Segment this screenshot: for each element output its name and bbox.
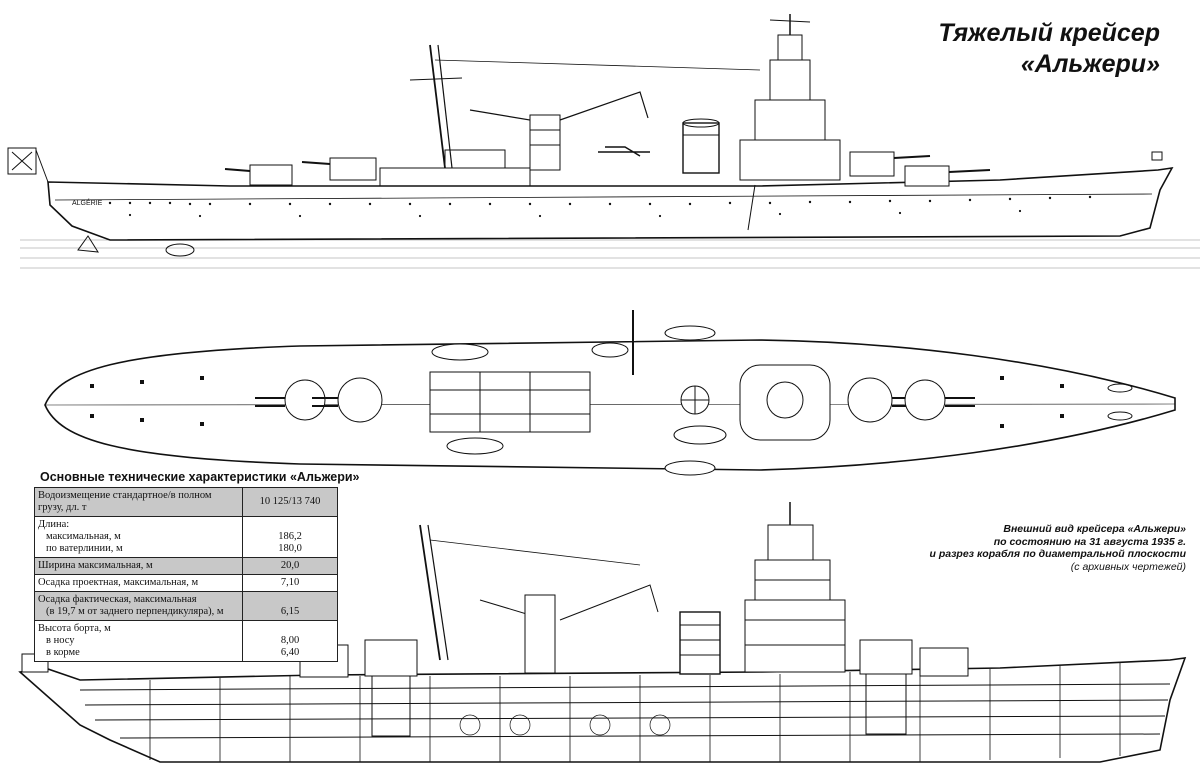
specs-label: Длина: [38, 519, 70, 530]
specs-sublabel: в корме [46, 647, 80, 658]
specs-value: 186,2 [278, 531, 302, 542]
specs-value: 8,00 [280, 635, 300, 646]
title-line-2: «Альжери» [1020, 50, 1160, 78]
specs-sublabel: максимальная, м [46, 531, 121, 542]
specs-label-cell: Ширина максимальная, м [34, 557, 243, 575]
specs-label: Ширина максимальная, м [38, 560, 153, 571]
specs-value: 180,0 [278, 543, 302, 554]
specs-value: 10 125/13 740 [259, 496, 321, 507]
hull-name-label: ALGÉRIE [72, 198, 103, 207]
specs-value: 7,10 [280, 577, 300, 588]
specs-label: Осадка проектная, максимальная, м [38, 577, 199, 588]
specs-value-cell: 20,0 [242, 557, 338, 575]
specs-label-cell: Водоизмещение стандартное/в полном грузу… [34, 487, 243, 517]
specs-label: Осадка фактическая, максимальная [38, 594, 197, 605]
caption-line-4: (с архивных чертежей) [1070, 560, 1186, 573]
caption-line-1: Внешний вид крейсера «Альжери» [1003, 523, 1186, 535]
plan-view-drawing [44, 310, 1176, 476]
specs-label-cell: Осадка фактическая, максимальная(в 19,7 … [34, 591, 243, 621]
specs-value-cell: 7,10 [242, 574, 338, 592]
specs-value-cell: 10 125/13 740 [242, 487, 338, 517]
specs-sublabel: по ватерлинии, м [46, 543, 123, 554]
specs-value: 20,0 [280, 560, 300, 571]
specs-value-cell: 6,15 [242, 591, 338, 621]
title-line-1: Тяжелый крейсер [938, 19, 1160, 47]
figure-caption: Внешний вид крейсера «Альжери» по состоя… [929, 523, 1186, 573]
page-title: Тяжелый крейсер «Альжери» [938, 18, 1160, 80]
specs-row: Осадка проектная, максимальная, м 7,10 [34, 574, 338, 592]
specs-row: Ширина максимальная, м 20,0 [34, 557, 338, 575]
specs-label: Высота борта, м [38, 623, 111, 634]
side-profile-drawing [7, 14, 1200, 269]
specs-table-heading: Основные технические характеристики «Аль… [40, 470, 360, 484]
specs-value: 6,15 [280, 606, 300, 617]
specs-table: Водоизмещение стандартное/в полном грузу… [34, 487, 338, 662]
specs-row: Водоизмещение стандартное/в полном грузу… [34, 487, 338, 517]
specs-value: 6,40 [280, 647, 300, 658]
specs-label: Водоизмещение стандартное/в полном грузу… [38, 490, 212, 513]
caption-line-2: по состоянию на 31 августа 1935 г. [993, 535, 1186, 548]
specs-row: Осадка фактическая, максимальная(в 19,7 … [34, 591, 338, 621]
specs-sublabel: (в 19,7 м от заднего перпендикуляра), м [46, 606, 224, 617]
caption-line-3: и разрез корабля по диаметральной плоско… [929, 548, 1186, 560]
specs-label-cell: Осадка проектная, максимальная, м [34, 574, 243, 592]
specs-sublabel: в носу [46, 635, 75, 646]
cutaway-section-drawing [18, 502, 1187, 763]
